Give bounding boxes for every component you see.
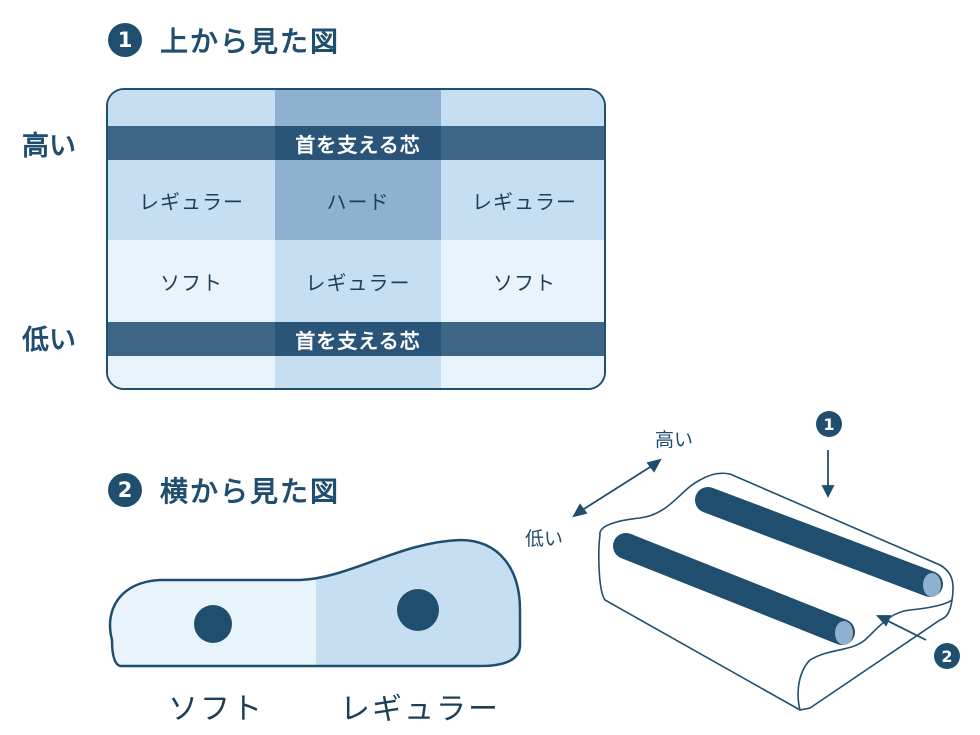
iso-low-label: 低い xyxy=(525,528,564,550)
section-heading-side-view: 2 横から見た図 xyxy=(108,470,340,510)
core-circle-soft xyxy=(194,605,232,643)
side-label-soft: ソフト xyxy=(168,692,264,727)
cell-soft: ソフト xyxy=(441,240,604,322)
cell-regular: レギュラー xyxy=(441,160,604,240)
cell-soft: ソフト xyxy=(108,240,275,322)
section-title: 横から見た図 xyxy=(160,475,341,508)
cell-hard: ハード xyxy=(275,160,441,240)
section-title: 上から見た図 xyxy=(160,25,341,58)
rod-end-front xyxy=(835,621,853,645)
top-strip-center xyxy=(275,90,441,126)
callout-arrow-1 xyxy=(821,450,835,499)
top-view-grid: 首を支える芯 レギュラー ハード レギュラー ソフト レギュラー ソフト 首を支… xyxy=(106,88,606,390)
pillow-outline xyxy=(598,472,954,711)
core-band-bottom: 首を支える芯 xyxy=(108,322,604,356)
side-view-pillow xyxy=(108,538,522,668)
callout-badge-1: 1 xyxy=(816,411,842,437)
side-label-regular: レギュラー xyxy=(340,692,500,727)
core-band-label: 首を支える芯 xyxy=(275,126,441,160)
pillow-outline xyxy=(108,538,522,668)
number-badge: 2 xyxy=(108,473,142,507)
iso-high-label: 高い xyxy=(655,429,694,451)
cell-regular: レギュラー xyxy=(108,160,275,240)
core-rod-back xyxy=(695,487,943,597)
low-label: 低い xyxy=(22,325,76,356)
bottom-strip-right xyxy=(441,356,604,388)
core-band-top: 首を支える芯 xyxy=(108,126,604,160)
callout-arrow-2 xyxy=(875,615,927,641)
bottom-strip-left xyxy=(108,356,275,388)
core-band-right xyxy=(441,322,604,356)
cell-regular: レギュラー xyxy=(275,240,441,322)
core-band-label: 首を支える芯 xyxy=(275,322,441,356)
height-direction-arrow xyxy=(572,458,662,518)
soft-zone xyxy=(110,540,316,666)
core-circle-regular xyxy=(397,589,439,631)
core-rod-front xyxy=(613,533,855,645)
rod-end-back xyxy=(923,573,941,597)
number-badge: 1 xyxy=(108,23,142,57)
section-heading-top-view: 1 上から見た図 xyxy=(108,20,340,60)
isometric-pillow xyxy=(572,450,954,711)
core-band-left xyxy=(108,322,275,356)
bottom-strip-center xyxy=(275,356,441,388)
core-band-right xyxy=(441,126,604,160)
core-band-left xyxy=(108,126,275,160)
top-strip-left xyxy=(108,90,275,126)
pillow-front-edge xyxy=(797,599,953,711)
high-label: 高い xyxy=(22,131,76,162)
top-strip-right xyxy=(441,90,604,126)
callout-badge-2: 2 xyxy=(934,643,960,669)
